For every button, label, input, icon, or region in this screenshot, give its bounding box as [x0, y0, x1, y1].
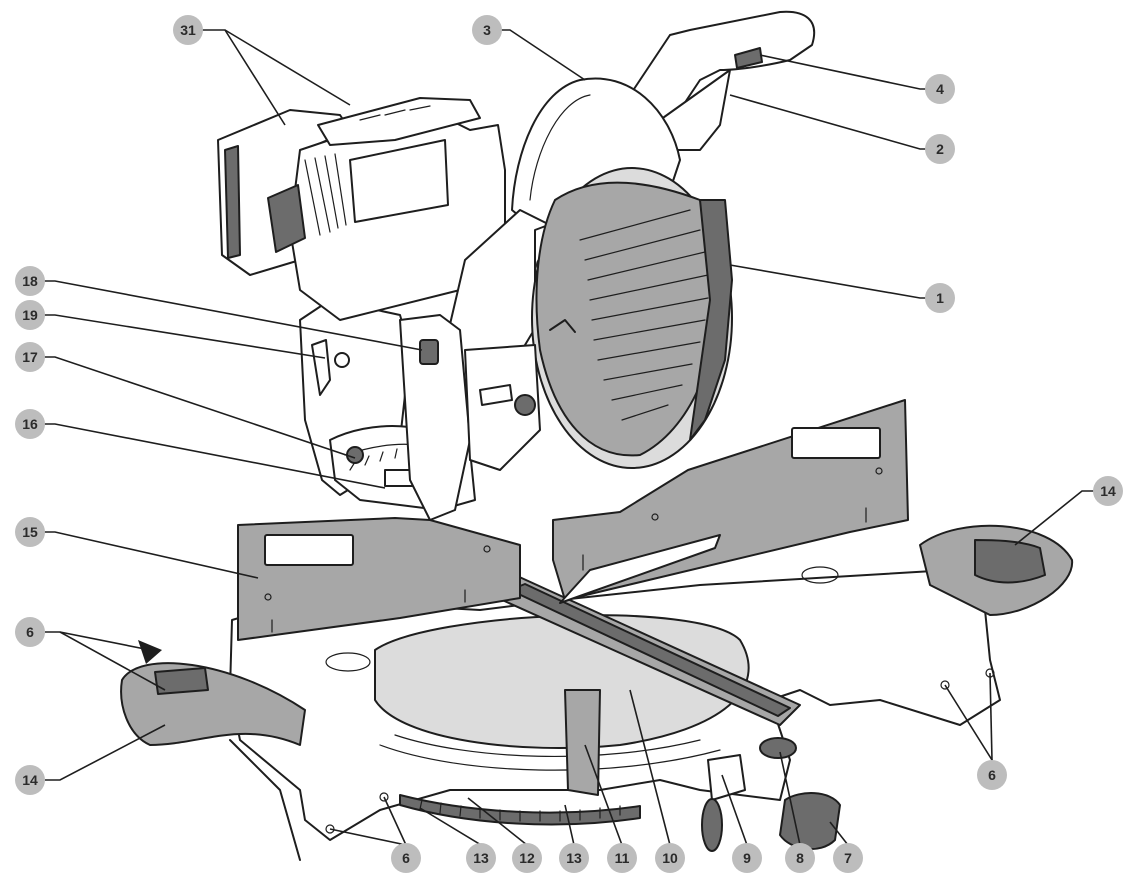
leader-31-b: [224, 29, 351, 106]
svg-text:2: 2: [936, 141, 944, 157]
callout-17: 17: [15, 342, 45, 372]
leader-3: [499, 29, 586, 81]
callout-14-right: 14: [1093, 476, 1123, 506]
leader-6r-b: [989, 672, 993, 761]
callout-11: 11: [607, 843, 637, 873]
callout-3: 3: [472, 15, 502, 45]
svg-text:6: 6: [26, 624, 34, 640]
svg-text:19: 19: [22, 307, 38, 323]
callout-19: 19: [15, 300, 45, 330]
leader-1: [729, 264, 927, 299]
leader-2: [729, 94, 927, 150]
callout-15: 15: [15, 517, 45, 547]
leader-15: [43, 531, 259, 579]
svg-text:10: 10: [662, 850, 678, 866]
svg-text:13: 13: [473, 850, 489, 866]
svg-text:13: 13: [566, 850, 582, 866]
miter-scale: [399, 794, 641, 826]
svg-text:16: 16: [22, 416, 38, 432]
callout-9: 9: [732, 843, 762, 873]
svg-text:11: 11: [615, 850, 630, 866]
operating-handle: [619, 10, 816, 151]
svg-text:9: 9: [743, 850, 751, 866]
leader-14l: [45, 724, 166, 781]
svg-text:4: 4: [936, 81, 944, 97]
svg-text:6: 6: [988, 767, 996, 783]
callout-6-right: 6: [977, 760, 1007, 790]
feed-direction-arrow: [138, 640, 162, 664]
callout-13-a: 13: [466, 843, 496, 873]
callout-7: 7: [833, 843, 863, 873]
leader-6l-b: [59, 631, 166, 691]
callout-16: 16: [15, 409, 45, 439]
callout-2: 2: [925, 134, 955, 164]
leader-6b-b: [383, 796, 407, 846]
svg-text:12: 12: [519, 850, 535, 866]
callout-14-left: 14: [15, 765, 45, 795]
leader-14r: [1014, 490, 1095, 546]
svg-text:8: 8: [796, 850, 804, 866]
right-fence: [552, 399, 909, 604]
leader-31: [200, 29, 286, 126]
svg-text:14: 14: [1100, 483, 1116, 499]
svg-text:3: 3: [483, 22, 491, 38]
right-extension-wing: [919, 524, 1074, 616]
svg-text:15: 15: [22, 524, 38, 540]
leader-19: [43, 314, 326, 359]
callout-4: 4: [925, 74, 955, 104]
svg-text:31: 31: [180, 22, 196, 38]
callout-13-b: 13: [559, 843, 589, 873]
svg-text:14: 14: [22, 772, 38, 788]
left-extension-wing: [120, 662, 306, 861]
callout-6-bottom: 6: [391, 843, 421, 873]
left-fence: [237, 517, 521, 641]
callouts: 31 3 4 2 1 18 19 17: [15, 15, 1123, 873]
leader-17: [43, 356, 356, 459]
leader-18: [43, 280, 423, 351]
leader-4: [759, 54, 927, 90]
battery-packs: [217, 97, 506, 321]
callout-12: 12: [512, 843, 542, 873]
svg-text:6: 6: [402, 850, 410, 866]
callout-10: 10: [655, 843, 685, 873]
callout-18: 18: [15, 266, 45, 296]
miter-saw-illustration: [120, 10, 1074, 861]
svg-text:17: 17: [22, 349, 38, 365]
callout-31: 31: [173, 15, 203, 45]
callout-8: 8: [785, 843, 815, 873]
leader-6l: [45, 631, 151, 651]
lower-blade-guard: [531, 167, 733, 469]
leader-16: [43, 423, 386, 489]
miter-lock-handle: [701, 737, 841, 852]
svg-text:7: 7: [844, 850, 852, 866]
svg-text:18: 18: [22, 273, 38, 289]
callout-1: 1: [925, 283, 955, 313]
svg-text:1: 1: [936, 290, 944, 306]
callout-6-left: 6: [15, 617, 45, 647]
bevel-mechanism: [399, 314, 541, 521]
